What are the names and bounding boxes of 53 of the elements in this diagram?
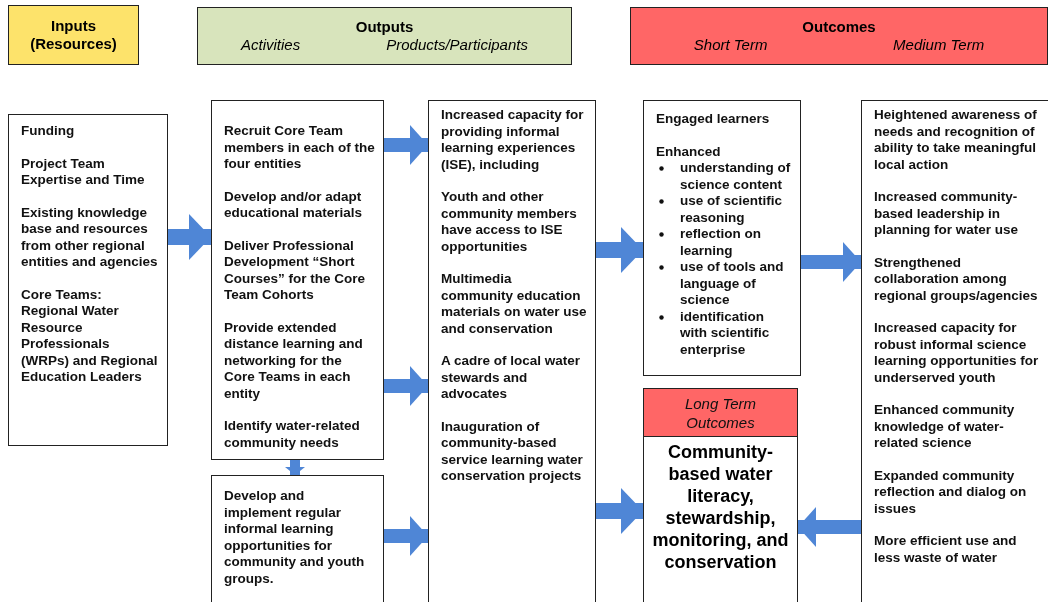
list-item-text: Heightened awareness of needs and recognition of ability to take meaningful local action bbox=[874, 107, 1038, 173]
list-item-text: Inauguration of community-based service learning water conservation projects bbox=[441, 418, 584, 485]
list-item-text: Develop and/or adapt educational materials bbox=[224, 188, 364, 222]
list-item-text: Strengthened collaboration among regional groups/agencies bbox=[874, 254, 1039, 304]
block-arrow bbox=[801, 242, 861, 282]
list-item-text: More efficient use and less waste of water bbox=[874, 533, 1018, 566]
list-item-text: Enhanced bbox=[656, 143, 722, 160]
list-item-text: Increased capacity for providing informal learning experiences (ISE), including bbox=[441, 107, 585, 173]
list-item-text: Recruit Core Team members in each of the four entities bbox=[224, 123, 375, 173]
column-header bbox=[8, 5, 139, 65]
list-item-text: Project Team Expertise and Time bbox=[21, 155, 146, 189]
block-arrow bbox=[596, 488, 643, 534]
list-item-text: Provide extended distance learning and networking for the Core Teams in each entity bbox=[224, 319, 364, 402]
list-item-text: Identify water-related community needs bbox=[224, 418, 361, 451]
list-item-text: Enhanced community knowledge of water-related science bbox=[874, 402, 1016, 452]
column-subheading: Activities bbox=[241, 36, 301, 54]
list-item-text: Develop and implement regular informal learning opportunities for community and youth groups. bbox=[224, 488, 366, 587]
text-box bbox=[428, 100, 596, 602]
list-item-text: Increased capacity for robust informal science learning opportunities for underserved youth bbox=[874, 320, 1040, 386]
list-item-text: Expanded community reflection and dialog on issues bbox=[874, 467, 1028, 517]
text-box bbox=[643, 100, 801, 376]
block-arrow bbox=[285, 460, 305, 475]
text-box bbox=[643, 388, 798, 602]
list-item-text: Existing knowledge base and resources from other regional entities and agencies bbox=[21, 204, 159, 271]
column-heading: Outcomes bbox=[801, 18, 877, 36]
block-arrow bbox=[384, 366, 428, 406]
block-arrow bbox=[168, 214, 211, 260]
goal-text: Community-based water literacy, stewardship, monitoring, and conservation bbox=[651, 441, 790, 573]
column-subheading: Short Term bbox=[693, 36, 768, 54]
text-box bbox=[8, 114, 168, 446]
block-arrow bbox=[596, 227, 643, 273]
list-item-text: A cadre of local water stewards and advocates bbox=[441, 353, 582, 403]
text-box bbox=[211, 100, 384, 460]
block-arrow bbox=[798, 507, 861, 547]
column-heading: Inputs (Resources) bbox=[29, 17, 118, 53]
block-arrow bbox=[384, 516, 428, 556]
list-item-text: Engaged learners bbox=[656, 111, 771, 128]
column-subheading: Products/Participants bbox=[386, 36, 528, 54]
list-item-text: Increased community-based leadership in planning for water use bbox=[874, 189, 1020, 239]
column-header bbox=[197, 7, 572, 65]
text-box bbox=[211, 475, 384, 602]
list-item-text: Deliver Professional Development “Short Courses” for the Core Team Cohorts bbox=[224, 237, 367, 304]
bullet-item: identification with scientific enterprise bbox=[680, 308, 792, 358]
column-heading: Outputs bbox=[354, 18, 415, 36]
list-item-text: Core Teams: Regional Water Resource Professionals (WRPs) and Regional Education Leaders bbox=[21, 286, 159, 386]
column-header bbox=[630, 7, 1048, 65]
band-heading: Long Term Outcomes bbox=[683, 393, 758, 432]
list-item-text: Youth and other community members have access to ISE opportunities bbox=[441, 189, 578, 255]
list-item-text: Multimedia community education materials on water use and conservation bbox=[441, 271, 587, 337]
column-subheading: Medium Term bbox=[893, 36, 985, 54]
list-item-text: Funding bbox=[21, 123, 76, 140]
block-arrow bbox=[384, 125, 428, 165]
text-box bbox=[861, 100, 1048, 602]
